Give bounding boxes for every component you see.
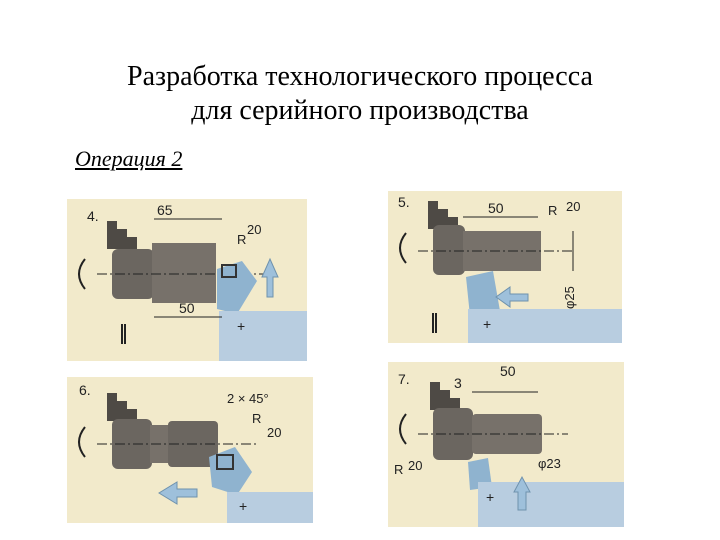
step-5-diameter: φ25 <box>562 286 577 309</box>
step-4-dim-65: 65 <box>157 202 173 218</box>
step-6-radius-r: R <box>252 411 261 426</box>
step-5-radius-r: R <box>548 203 557 218</box>
tool-holder <box>478 482 624 527</box>
workpiece-shaft <box>472 414 542 454</box>
step-4-radius-r: R <box>237 232 246 247</box>
cutting-tool-icon <box>466 271 500 316</box>
workpiece-shaft <box>152 243 216 303</box>
step-4-radius-value: 20 <box>247 222 261 237</box>
step-4-label: 4. <box>87 208 99 224</box>
step-5-diagram: + 50 R 20 φ25 5. <box>388 191 622 343</box>
rotation-icon <box>399 413 407 445</box>
rotation-icon <box>78 258 86 290</box>
step-5-radius-value: 20 <box>566 199 580 214</box>
step-7-label: 7. <box>398 371 410 387</box>
workpiece-body <box>433 225 465 275</box>
chuck-jaw-icon <box>107 393 137 421</box>
tool-holder <box>219 311 307 361</box>
step-5-label: 5. <box>398 194 410 210</box>
workpiece-body <box>433 408 473 460</box>
step-6-radius-value: 20 <box>267 425 281 440</box>
rotation-icon <box>78 426 86 458</box>
feed-arrow-icon <box>158 481 198 505</box>
svg-text:+: + <box>239 498 247 514</box>
chuck-jaw-icon <box>428 201 458 229</box>
step-7-radius-r: R <box>394 462 403 477</box>
step-7-dim-50: 50 <box>500 363 516 379</box>
feed-arrow-icon <box>513 475 531 511</box>
operation-label: Операция 2 <box>75 146 183 171</box>
svg-text:+: + <box>483 316 491 332</box>
rotation-icon <box>399 232 407 264</box>
tool-holder <box>468 309 622 343</box>
step-5-dim-50: 50 <box>488 200 504 216</box>
cutting-tool-icon <box>217 261 257 314</box>
svg-text:+: + <box>237 318 245 334</box>
slide-title: Разработка технологического процесса для… <box>0 60 720 128</box>
step-7-diagram: + 3 50 φ23 R 20 7. <box>388 362 624 527</box>
title-line-2: для серийного производства <box>191 95 529 126</box>
cutting-tool-icon <box>209 447 252 495</box>
svg-text:+: + <box>486 489 494 505</box>
step-6-diagram: + 2 × 45° R 20 6. <box>67 377 313 523</box>
step-7-radius-value: 20 <box>408 458 422 473</box>
title-line-1: Разработка технологического процесса <box>127 61 593 92</box>
step-4-diagram: + 65 50 R 20 4. <box>67 199 307 361</box>
workpiece-body <box>112 419 152 469</box>
chuck-jaw-icon <box>107 221 137 249</box>
step-6-chamfer: 2 × 45° <box>227 391 269 406</box>
feed-arrow-icon <box>495 286 529 308</box>
step-4-dim-50: 50 <box>179 300 195 316</box>
step-6-label: 6. <box>79 382 91 398</box>
step-7-dim-3: 3 <box>454 375 462 391</box>
chuck-jaw-icon <box>430 382 460 410</box>
step-7-diameter: φ23 <box>538 456 561 471</box>
feed-arrow-icon <box>261 257 279 298</box>
tool-holder <box>227 492 313 523</box>
